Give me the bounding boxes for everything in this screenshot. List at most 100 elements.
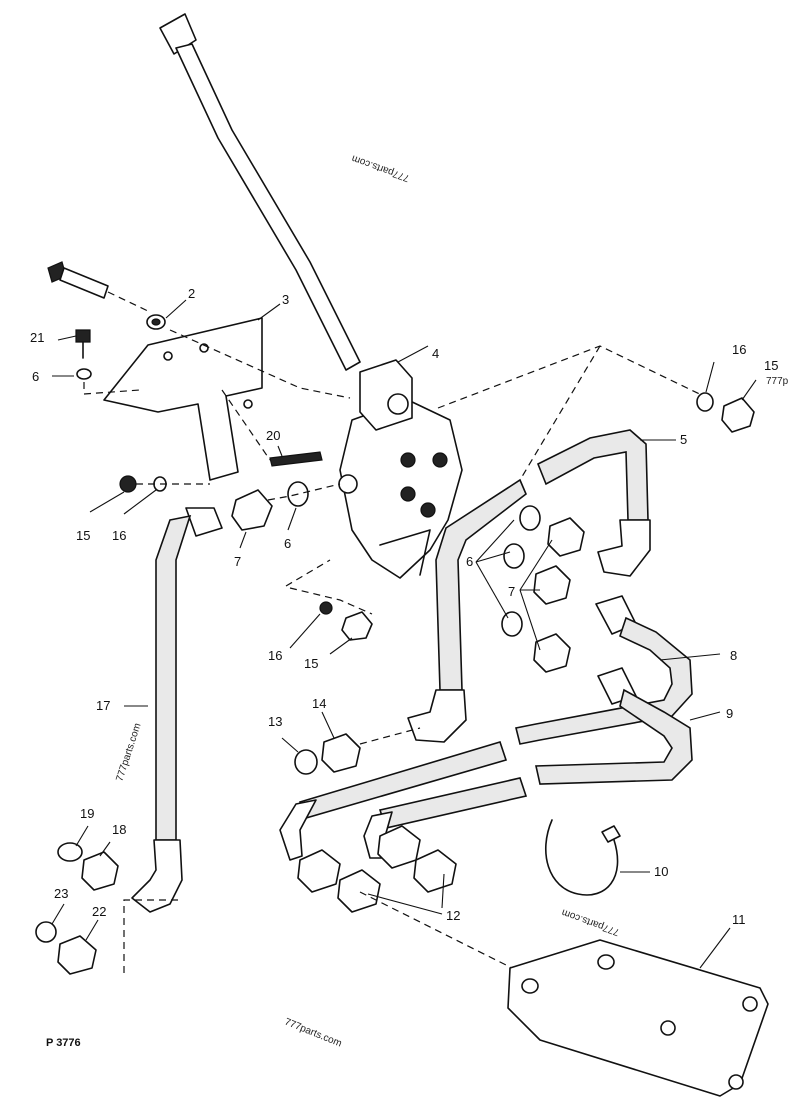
clamp-buckle	[601, 825, 621, 843]
plate-hole-3	[660, 1020, 676, 1036]
plate-hole-1	[521, 978, 539, 994]
bottom-nuts	[294, 727, 521, 973]
nut-12-path	[359, 891, 521, 973]
plate-hole-5	[728, 1074, 744, 1090]
upper-right-hardware	[437, 345, 755, 481]
callout-11: 11	[732, 912, 746, 927]
watermark-edge: 777p	[766, 376, 789, 387]
control-lever	[159, 13, 361, 371]
callout-13: 13	[268, 714, 282, 729]
valve-port-left	[338, 474, 358, 494]
hose-9-body	[535, 688, 693, 785]
hose-17-path	[123, 899, 178, 978]
bolt-assembly	[47, 261, 351, 467]
hose-5	[536, 429, 651, 577]
fitting-7-a	[547, 517, 585, 557]
plate-hole-4	[742, 996, 758, 1012]
callout-16-right: 16	[732, 342, 746, 357]
nut-15-right	[721, 397, 755, 433]
callout-labels: 2 3 4 5 6 6 6 7 7 8 9 10 11 12 13 14 15 …	[30, 286, 778, 927]
washer-16-bottom	[319, 601, 333, 615]
plate-body	[507, 939, 769, 1097]
watermark-top: 777parts.com	[350, 152, 411, 183]
upper-right-path	[437, 345, 713, 409]
bracket-hole-3	[243, 399, 253, 409]
watermark-bottom: 777parts.com	[283, 1017, 343, 1050]
clamp-10	[545, 819, 621, 896]
callout-12: 12	[446, 908, 460, 923]
lever-knob	[159, 13, 197, 55]
callout-15-bottom: 15	[304, 656, 318, 671]
valve-spool-cap	[359, 359, 413, 431]
nut-15-left	[119, 475, 137, 493]
bolt-shank	[59, 267, 109, 299]
valve-port-1	[400, 452, 416, 468]
watermark-right: 777parts.com	[560, 906, 621, 937]
valve-lower-path	[285, 559, 331, 587]
valve-port-3	[400, 486, 416, 502]
mounting-bracket	[103, 317, 263, 481]
nut-12-a	[297, 849, 341, 893]
hose-valve-down	[407, 478, 527, 743]
fitting-7-b	[533, 565, 571, 605]
hose-5-body	[536, 429, 649, 521]
oring-13	[294, 749, 318, 775]
callout-9: 9	[726, 706, 733, 721]
plug-22	[57, 935, 97, 975]
nut-12-d	[413, 849, 457, 893]
callout-16-left: 16	[112, 528, 126, 543]
callout-16-bottom: 16	[268, 648, 282, 663]
callout-14: 14	[312, 696, 326, 711]
plate-hole-2	[597, 954, 615, 970]
callout-2: 2	[188, 286, 195, 301]
hose-17-body	[155, 514, 192, 841]
callout-7-right: 7	[508, 584, 515, 599]
fitting-7-left	[231, 489, 273, 531]
callout-6-center: 6	[284, 536, 291, 551]
callout-8: 8	[730, 648, 737, 663]
callout-6-right: 6	[466, 554, 473, 569]
hoses-8-9	[279, 595, 693, 861]
callout-20: 20	[266, 428, 280, 443]
callout-21: 21	[30, 330, 44, 345]
screw-21-path	[83, 382, 141, 395]
callout-22: 22	[92, 904, 106, 919]
lockwasher-6	[76, 368, 92, 380]
fitting-18	[81, 851, 119, 891]
screw-21-head	[75, 329, 91, 343]
bottom-left-fittings	[35, 842, 119, 975]
watermark-left: 777parts.com	[114, 722, 143, 783]
oring-23	[35, 921, 57, 943]
oring-6-a	[519, 505, 541, 531]
upper-right-path-2	[519, 345, 601, 481]
callout-6-left: 6	[32, 369, 39, 384]
callout-4: 4	[432, 346, 439, 361]
callout-5: 5	[680, 432, 687, 447]
hose-17-bottom-elbow	[131, 839, 183, 913]
washer-2-hole	[151, 318, 161, 326]
valve-port-2	[432, 452, 448, 468]
oring-6-c	[501, 611, 523, 637]
clamp-band	[545, 819, 619, 896]
oring-19	[57, 842, 83, 862]
hose-5-elbow	[597, 519, 651, 577]
callout-23: 23	[54, 886, 68, 901]
callout-15-right: 15	[764, 358, 778, 373]
callout-19: 19	[80, 806, 94, 821]
control-valve	[338, 359, 463, 579]
fitting-14	[321, 733, 361, 773]
hose-6-elbow	[407, 689, 467, 743]
left-hardware	[119, 475, 341, 531]
center-fittings	[285, 505, 585, 673]
valve-plug	[387, 393, 409, 415]
callout-17: 17	[96, 698, 110, 713]
drawing-reference-code: P 3776	[46, 1037, 81, 1049]
callout-7-left: 7	[234, 554, 241, 569]
callout-10: 10	[654, 864, 668, 879]
bolt-20-path	[221, 389, 271, 461]
bracket-hole-1	[163, 351, 173, 361]
bolt-20	[269, 451, 323, 467]
washer-16-right	[696, 392, 714, 412]
